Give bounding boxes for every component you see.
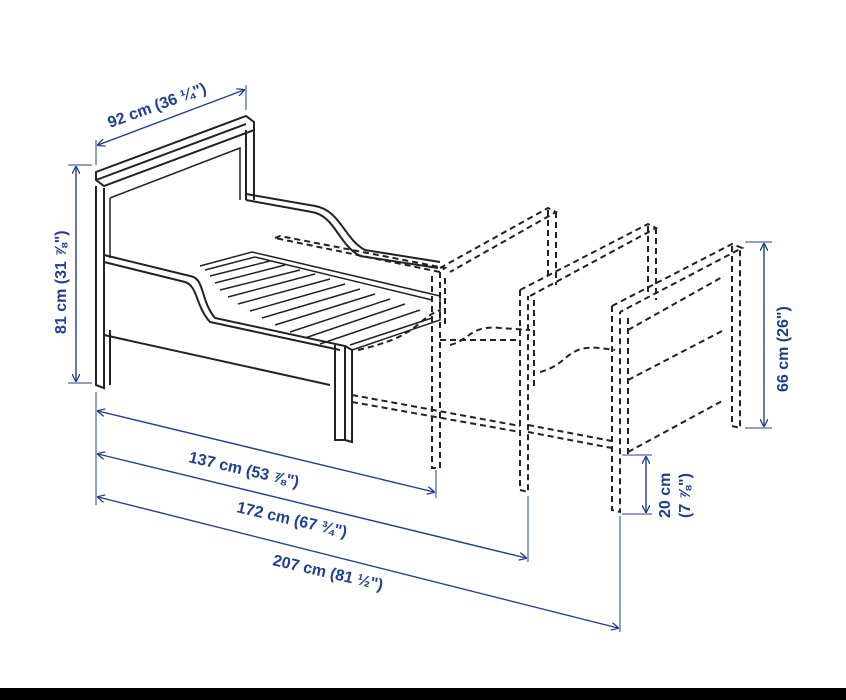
width-label: 92 cm (36 ¼") <box>106 80 209 131</box>
bed-extension-dashed <box>271 206 745 514</box>
length-172-label: 172 cm (67 ¾") <box>235 499 348 541</box>
footboard-height-label: 66 cm (26") <box>775 306 792 392</box>
leg-height-inch-label: (7 ⅞") <box>677 473 694 518</box>
leg-height-label: 20 cm <box>657 473 674 518</box>
bed-solid-frame <box>95 114 441 444</box>
bottom-bar <box>0 688 846 700</box>
height-label: 81 cm (31 ⅞") <box>53 230 70 334</box>
dimension-lines <box>68 85 772 632</box>
length-207-label: 207 cm (81 ½") <box>271 552 384 594</box>
